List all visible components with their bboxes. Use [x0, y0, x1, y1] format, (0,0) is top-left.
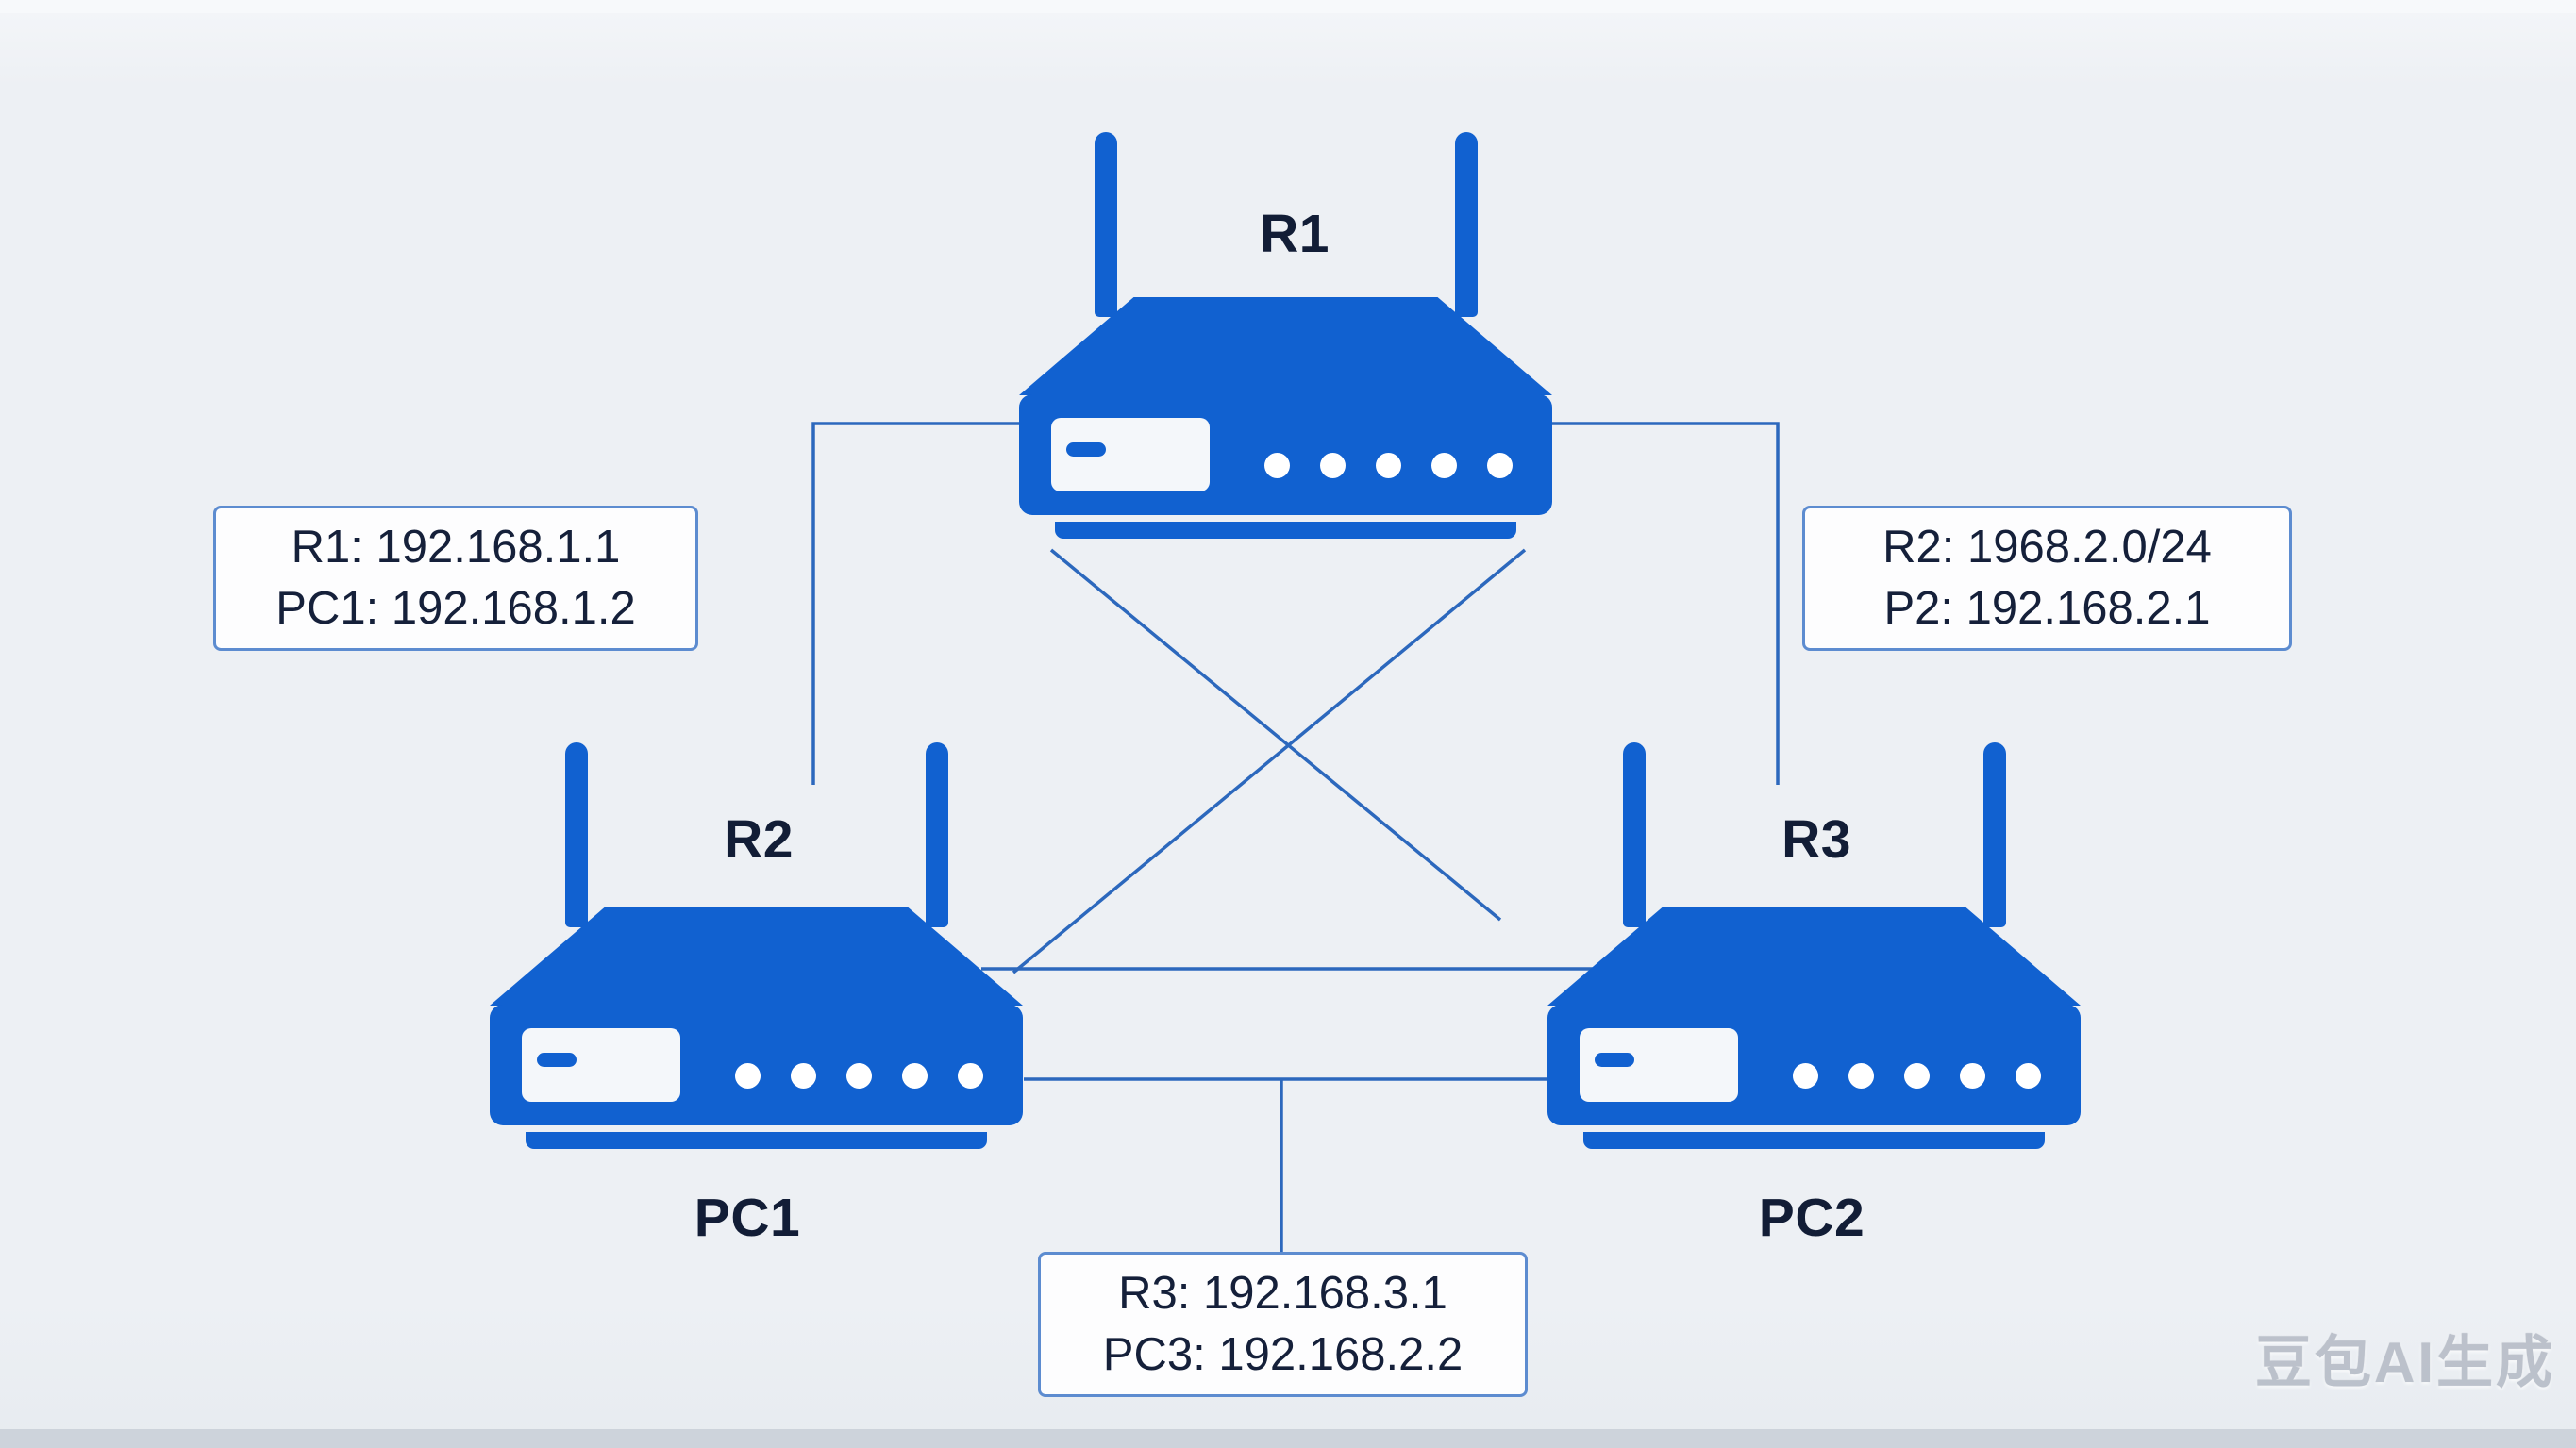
node-label-pc2: PC2: [1758, 1188, 1865, 1248]
led-dot: [1376, 453, 1401, 478]
node-label-r2: R2: [724, 809, 794, 870]
link-r1-to-r3-diagonal: [1049, 548, 1502, 922]
ip-label-box-bottom: R3: 192.168.3.1 PC3: 192.168.2.2: [1038, 1252, 1528, 1397]
router-display-panel: [1051, 418, 1210, 491]
led-dot: [1320, 453, 1346, 478]
router-r1-device: [1019, 132, 1552, 542]
router-led-lights: [735, 1063, 983, 1089]
router-body: [490, 1005, 1023, 1125]
ip-line: R3: 192.168.3.1: [1118, 1267, 1447, 1319]
antenna-icon: [565, 742, 588, 927]
led-dot: [1487, 453, 1513, 478]
antenna-icon: [1623, 742, 1646, 927]
node-label-r3: R3: [1781, 809, 1851, 870]
router-base: [1583, 1132, 2045, 1149]
ai-watermark: 豆包AI生成: [2255, 1331, 2555, 1394]
router-r3-device: [1547, 742, 2081, 1153]
antenna-icon: [926, 742, 948, 927]
led-dot: [1904, 1063, 1930, 1089]
ip-line: PC3: 192.168.2.2: [1102, 1329, 1464, 1380]
led-dot: [1264, 453, 1290, 478]
ip-line: R2: 1968.2.0/24: [1882, 521, 2212, 573]
led-dot: [1793, 1063, 1818, 1089]
led-dot: [791, 1063, 816, 1089]
router-display-panel: [522, 1028, 680, 1102]
top-edge-strip: [0, 0, 2576, 13]
antenna-icon: [1983, 742, 2006, 927]
node-label-r1: R1: [1260, 204, 1330, 264]
led-dot: [902, 1063, 928, 1089]
antenna-icon: [1095, 132, 1117, 317]
ip-line: R1: 192.168.1.1: [291, 521, 621, 573]
router-display-panel: [1580, 1028, 1738, 1102]
led-dot: [1431, 453, 1457, 478]
led-dot: [958, 1063, 983, 1089]
link-r1-to-r2-diagonal: [1012, 548, 1527, 974]
link-r1-to-r3-elbow: [1547, 422, 1780, 785]
router-body: [1019, 394, 1552, 515]
display-dash: [1066, 442, 1106, 457]
led-dot: [1848, 1063, 1874, 1089]
ip-label-box-right: R2: 1968.2.0/24 P2: 192.168.2.1: [1802, 506, 2292, 651]
bottom-edge-strip: [0, 1429, 2576, 1448]
router-r2-device: [490, 742, 1023, 1153]
ip-label-box-left: R1: 192.168.1.1 PC1: 192.168.1.2: [213, 506, 698, 651]
router-base: [526, 1132, 987, 1149]
led-dot: [846, 1063, 872, 1089]
display-dash: [537, 1053, 577, 1067]
led-dot: [1960, 1063, 1985, 1089]
router-body: [1547, 1005, 2081, 1125]
router-base: [1055, 522, 1516, 539]
ip-line: PC1: 192.168.1.2: [276, 583, 636, 634]
node-label-pc1: PC1: [694, 1188, 801, 1248]
antenna-icon: [1455, 132, 1478, 317]
led-dot: [2016, 1063, 2041, 1089]
ip-line: P2: 192.168.2.1: [1883, 583, 2211, 634]
router-led-lights: [1264, 453, 1513, 478]
link-r1-to-r2-elbow: [811, 422, 1024, 785]
led-dot: [735, 1063, 761, 1089]
display-dash: [1595, 1053, 1634, 1067]
router-led-lights: [1793, 1063, 2041, 1089]
